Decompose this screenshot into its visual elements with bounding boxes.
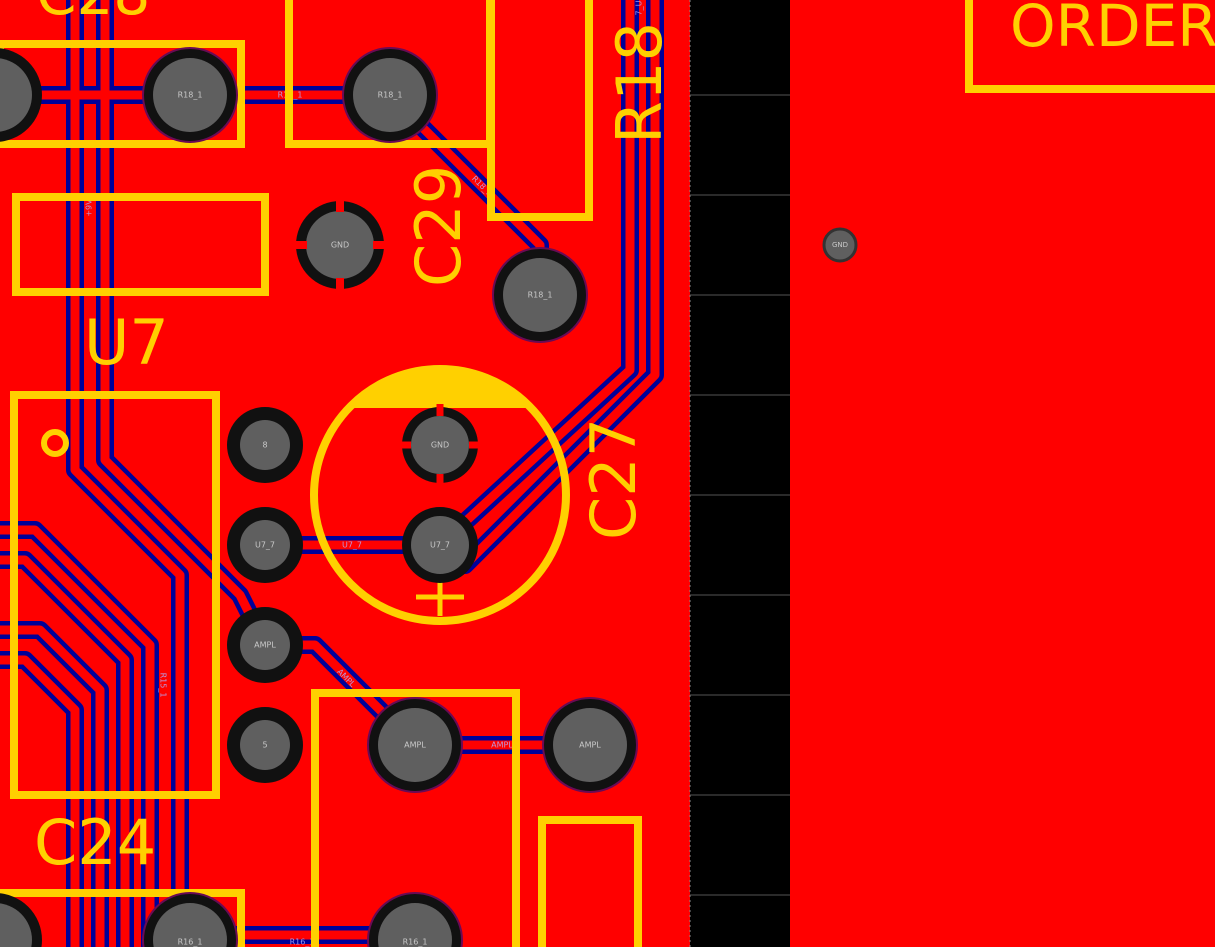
pad-u7-pin5[interactable]: 5 bbox=[227, 707, 303, 783]
r18-outline bbox=[487, 0, 593, 221]
net-label-left-vertical: +9V bbox=[85, 199, 94, 217]
designator-r18: R18 bbox=[603, 22, 676, 144]
bottom-right-part-outline bbox=[538, 816, 642, 947]
pad-r18-1-c[interactable]: R18_1 bbox=[492, 247, 588, 343]
pad-label: 5 bbox=[262, 741, 267, 750]
pad-u7-7-b[interactable]: U7_7 bbox=[402, 507, 478, 583]
pad-ampl-a[interactable]: AMPL bbox=[227, 607, 303, 683]
c24-outline bbox=[0, 889, 245, 947]
pad-ampl-c[interactable]: AMPL bbox=[542, 697, 638, 793]
black-gap-grid bbox=[690, 94, 790, 896]
pad-gnd-c27[interactable]: GND bbox=[399, 404, 481, 486]
c27-polarity-band bbox=[351, 371, 529, 408]
u7-pin1-marker bbox=[41, 429, 69, 457]
pad-label: R16_1 bbox=[178, 938, 203, 947]
u7-outline bbox=[10, 391, 220, 799]
net-label-top-small: 7_U bbox=[635, 0, 644, 15]
pad-r18-1-b[interactable]: R18_1 bbox=[342, 47, 438, 143]
designator-c24: C24 bbox=[34, 806, 156, 879]
pad-ampl-b[interactable]: AMPL bbox=[367, 697, 463, 793]
designator-c27: C27 bbox=[577, 418, 650, 540]
pad-gnd-right[interactable]: GND bbox=[822, 227, 858, 263]
pad-label: R18_1 bbox=[378, 91, 403, 100]
pad-label: AMPL bbox=[579, 741, 601, 750]
pad-r16-1-b[interactable]: R16_1 bbox=[367, 892, 463, 947]
pad-label: U7_7 bbox=[430, 541, 450, 550]
pad-partial-left-top[interactable] bbox=[0, 48, 42, 142]
bottom-part-outline bbox=[311, 689, 520, 947]
order-label: ORDER bbox=[1010, 0, 1215, 60]
pad-label: R18_1 bbox=[528, 291, 553, 300]
right-copper-pour bbox=[790, 0, 1215, 947]
pad-label: 8 bbox=[262, 441, 267, 450]
pad-partial-left-bottom[interactable] bbox=[0, 893, 42, 947]
order-box-outline bbox=[965, 0, 1215, 93]
designator-u7: U7 bbox=[84, 306, 169, 379]
net-label-r16: R16_1 bbox=[290, 938, 315, 947]
pad-r16-1-a[interactable]: R16_1 bbox=[142, 892, 238, 947]
pad-label: GND bbox=[832, 241, 848, 249]
c27-plus-marker bbox=[416, 578, 464, 616]
net-label-u7-7: U7_7 bbox=[342, 541, 362, 550]
pad-label: GND bbox=[431, 441, 449, 450]
pad-gnd-c29[interactable]: GND bbox=[293, 198, 387, 292]
c27-outline bbox=[310, 365, 570, 625]
designator-c29: C29 bbox=[402, 165, 475, 287]
pad-label: U7_7 bbox=[255, 541, 275, 550]
net-label-ampl-horizontal: AMPL bbox=[491, 741, 513, 750]
pad-label: GND bbox=[331, 241, 349, 250]
net-label-r15: R15_1 bbox=[159, 673, 168, 698]
pad-u7-7-a[interactable]: U7_7 bbox=[227, 507, 303, 583]
pad-label: R16_1 bbox=[403, 938, 428, 947]
pad-r18-1-a[interactable]: R18_1 bbox=[142, 47, 238, 143]
c28-outline bbox=[0, 40, 245, 148]
small-part-outline bbox=[12, 193, 269, 296]
pad-label: AMPL bbox=[404, 741, 426, 750]
pad-label: R18_1 bbox=[178, 91, 203, 100]
designator-c28: C28 bbox=[36, 0, 150, 28]
pad-u7-pin8[interactable]: 8 bbox=[227, 407, 303, 483]
pad-label: AMPL bbox=[254, 641, 276, 650]
